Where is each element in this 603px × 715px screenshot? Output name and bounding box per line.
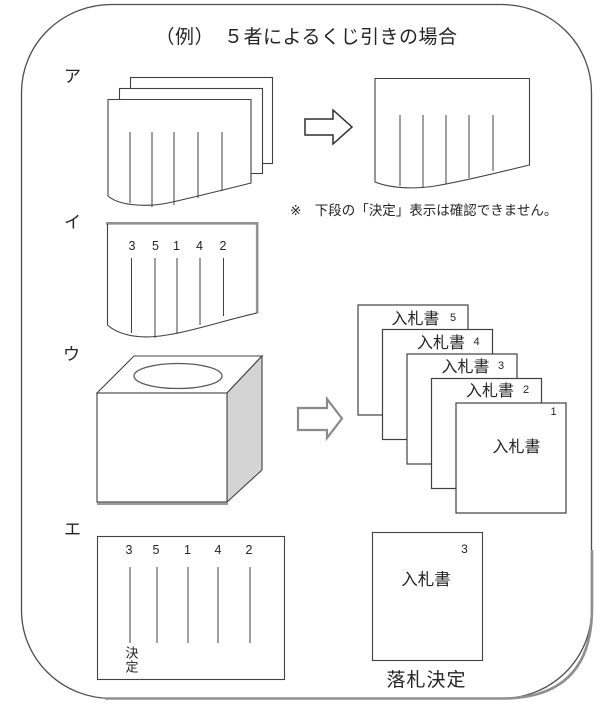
row-label-a: ア bbox=[64, 67, 81, 86]
bid-paper-number: 5 bbox=[449, 312, 457, 324]
lot-paper-single bbox=[374, 77, 531, 189]
winning-bid-caption: 落札決定 bbox=[386, 670, 467, 691]
lottery-box-front bbox=[96, 392, 228, 503]
lottery-box-hole bbox=[133, 362, 223, 390]
bid-paper-number: 1 bbox=[550, 406, 557, 418]
lot-paper-front-fringe bbox=[129, 132, 223, 207]
bid-paper-number: 4 bbox=[473, 336, 480, 348]
lot-number: 5 bbox=[152, 543, 160, 557]
decision-label: 決定 bbox=[123, 646, 139, 674]
lot-paper-front bbox=[107, 98, 252, 206]
decision-panel bbox=[96, 535, 286, 681]
lot-number: 4 bbox=[214, 543, 222, 557]
lot-paper-single-fringe bbox=[399, 115, 494, 188]
outer-border-shadow bbox=[105, 550, 594, 700]
decision-panel-lines bbox=[129, 567, 251, 643]
lot-number: 5 bbox=[152, 239, 159, 253]
winning-bid-paper bbox=[371, 531, 484, 662]
lot-number: 3 bbox=[128, 239, 136, 253]
lot-number: 2 bbox=[245, 543, 253, 557]
bid-paper-label: 入札書 bbox=[465, 383, 515, 400]
row-label-e: エ bbox=[64, 520, 81, 539]
bid-paper-label: 入札書 bbox=[441, 359, 490, 376]
bid-paper-label: 入札書 bbox=[492, 439, 541, 456]
bid-paper-label: 入札書 bbox=[391, 311, 440, 328]
lot-number: 2 bbox=[219, 239, 227, 253]
bid-paper-number: 2 bbox=[522, 384, 530, 396]
bid-paper-number: 3 bbox=[497, 360, 505, 372]
row-label-i: イ bbox=[64, 213, 81, 232]
diagram-title: （例） ５者によるくじ引きの場合 bbox=[155, 27, 458, 48]
winning-bid-label: 入札書 bbox=[401, 571, 451, 589]
row-label-u: ウ bbox=[63, 345, 80, 364]
bid-paper-1 bbox=[455, 402, 567, 514]
winning-bid-number: 3 bbox=[461, 542, 468, 556]
numbered-lot-paper-fringe bbox=[131, 258, 224, 338]
arrow-right-icon bbox=[304, 108, 354, 146]
lot-number: 1 bbox=[184, 543, 191, 557]
bid-paper-stack bbox=[357, 304, 567, 514]
numbered-lot-paper bbox=[107, 224, 257, 337]
lot-number: 4 bbox=[196, 239, 203, 253]
bid-paper-label: 入札書 bbox=[416, 335, 466, 352]
lot-number: 1 bbox=[173, 239, 180, 253]
note-text: ※ 下段の「決定」表示は確認できません。 bbox=[290, 203, 558, 218]
arrow-right-gray-icon bbox=[296, 395, 344, 442]
lot-number: 3 bbox=[125, 543, 133, 557]
